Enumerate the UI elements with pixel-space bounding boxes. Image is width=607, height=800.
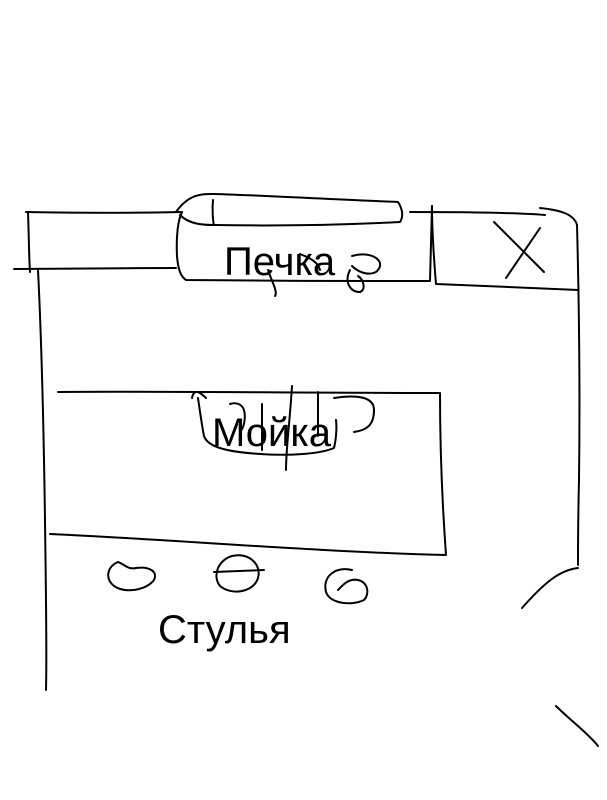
chair-1 — [107, 561, 156, 592]
stove-burner-box — [175, 192, 404, 227]
room-top-wall-right — [409, 211, 546, 216]
stove-scribble-4 — [346, 269, 365, 293]
sink-basin-right — [333, 395, 375, 433]
sink-top-hook — [191, 391, 207, 399]
sink-counter — [49, 385, 447, 556]
sink-basin — [197, 397, 338, 456]
window-box — [493, 221, 545, 279]
window-x-line-1 — [493, 221, 545, 273]
room-right-wall — [576, 224, 581, 566]
sink-label: Мойка — [212, 411, 331, 455]
chair-2 — [213, 554, 265, 593]
stove-scribble-2 — [299, 253, 321, 271]
stove-label: Печка — [224, 240, 336, 284]
room-right-door-swing — [521, 567, 579, 609]
room-top-wall — [25, 211, 183, 214]
sink-basin-inner-left — [229, 402, 246, 433]
sink-tap-left — [285, 385, 293, 471]
room-left-wall — [37, 269, 48, 691]
room-top-wall-left-stub — [13, 267, 177, 270]
room-outline — [13, 207, 599, 747]
stove-inner-right-line — [431, 205, 579, 291]
stove-counter-outline — [175, 205, 433, 282]
stove-scribble-1 — [267, 269, 277, 297]
room-left-wall-outer — [27, 211, 31, 273]
chairs-group — [107, 554, 369, 605]
stove-counter — [175, 192, 579, 297]
window-x-line-2 — [505, 227, 541, 279]
chairs-label: Стулья — [158, 608, 291, 652]
chair-3 — [324, 568, 369, 605]
stove-scribble-3 — [351, 253, 382, 275]
sink-counter-outline — [49, 390, 447, 556]
room-bottom-right-corner — [555, 705, 599, 747]
room-right-wall-top — [539, 207, 578, 226]
stove-inner-left-line — [211, 199, 215, 226]
